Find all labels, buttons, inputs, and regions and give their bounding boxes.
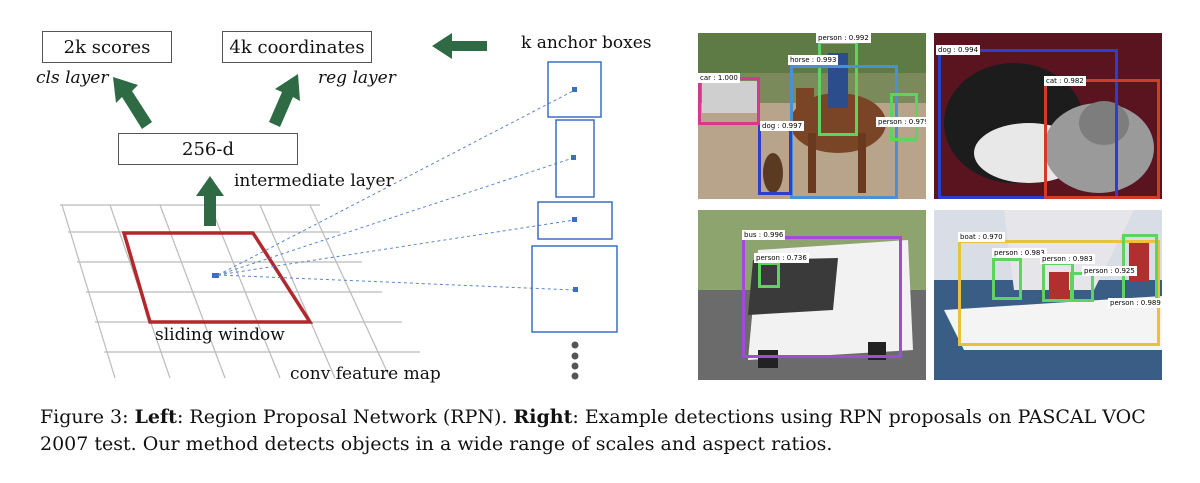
det-box-boat bbox=[958, 240, 1160, 346]
anchor-box-set bbox=[531, 61, 618, 333]
det-box-cat bbox=[1044, 79, 1160, 199]
det-label-person-b1: person : 0.983 bbox=[992, 248, 1047, 258]
diagram-graphics bbox=[60, 33, 618, 380]
caption-prefix: Figure 3: bbox=[40, 406, 135, 428]
scores-box-text: 2k scores bbox=[63, 36, 151, 58]
anchor-boxes-label: k anchor boxes bbox=[521, 33, 652, 53]
det-label-cat: cat : 0.982 bbox=[1044, 76, 1086, 86]
anchor-box-4 bbox=[531, 245, 618, 333]
det-box-dog bbox=[758, 125, 792, 195]
det-box-dog-2 bbox=[938, 49, 1118, 199]
det-label-bus: bus : 0.996 bbox=[742, 230, 786, 240]
coordinates-box-text: 4k coordinates bbox=[229, 36, 365, 58]
detection-image-4: boat : 0.970 person : 0.983 person : 0.9… bbox=[934, 210, 1162, 380]
det-box-person-bus bbox=[758, 262, 780, 288]
figure-caption: Figure 3: Left: Region Proposal Network … bbox=[40, 404, 1170, 458]
det-box-horse bbox=[790, 65, 898, 199]
intermediate-layer-label: intermediate layer bbox=[234, 171, 394, 191]
scores-box: 2k scores bbox=[42, 31, 172, 63]
detection-image-3: bus : 0.996 person : 0.736 bbox=[698, 210, 926, 380]
detection-image-2: dog : 0.994 cat : 0.982 bbox=[934, 33, 1162, 199]
arrow-cls-icon bbox=[113, 77, 152, 129]
arrow-up-icon bbox=[196, 176, 224, 226]
intermediate-box-text: 256-d bbox=[182, 138, 234, 160]
caption-right-bold: Right bbox=[513, 406, 573, 428]
anchor-box-1 bbox=[547, 61, 602, 118]
intermediate-box: 256-d bbox=[118, 133, 298, 165]
image-3-scene bbox=[698, 210, 926, 380]
det-label-person-bus: person : 0.736 bbox=[754, 253, 809, 263]
caption-left-bold: Left bbox=[134, 406, 177, 428]
det-label-person-b4: person : 0.989 bbox=[1108, 298, 1162, 308]
sliding-window-frame bbox=[121, 231, 314, 324]
window-center-dot bbox=[212, 273, 219, 278]
det-label-dog: dog : 0.997 bbox=[760, 121, 805, 131]
sliding-window-label: sliding window bbox=[155, 325, 285, 345]
det-box-person-b3 bbox=[1070, 272, 1094, 302]
det-box-bus bbox=[742, 236, 902, 358]
det-label-horse: horse : 0.993 bbox=[788, 55, 839, 65]
det-box-car bbox=[698, 77, 760, 125]
image-2-scene bbox=[934, 33, 1162, 199]
coordinates-box: 4k coordinates bbox=[222, 31, 372, 63]
det-label-boat: boat : 0.970 bbox=[958, 232, 1005, 242]
detection-image-1: car : 1.000 person : 0.992 horse : 0.993… bbox=[698, 33, 926, 199]
det-label-person-b3: person : 0.925 bbox=[1082, 266, 1137, 276]
caption-right-text: : Example detections using RPN proposals… bbox=[40, 406, 1146, 455]
feature-map-label: conv feature map bbox=[290, 364, 441, 384]
anchor-connectors bbox=[217, 89, 576, 291]
det-label-person: person : 0.992 bbox=[816, 33, 871, 43]
feature-map-grid bbox=[60, 204, 420, 379]
anchor-box-3 bbox=[537, 201, 613, 240]
det-box-person-b1 bbox=[992, 258, 1022, 300]
cls-layer-label: cls layer bbox=[36, 68, 109, 88]
det-label-car: car : 1.000 bbox=[698, 73, 740, 83]
arrow-reg-icon bbox=[269, 74, 300, 127]
caption-left-text: : Region Proposal Network (RPN). bbox=[176, 406, 514, 428]
flow-arrows bbox=[113, 33, 487, 226]
image-4-scene bbox=[934, 210, 1162, 380]
arrow-left-icon bbox=[432, 33, 487, 59]
det-label-person-b2: person : 0.983 bbox=[1040, 254, 1095, 264]
more-anchors-ellipsis bbox=[571, 341, 579, 380]
anchor-box-2 bbox=[555, 119, 595, 198]
det-label-person-2: person : 0.979 bbox=[876, 117, 926, 127]
det-label-dog-2: dog : 0.994 bbox=[936, 45, 981, 55]
reg-layer-label: reg layer bbox=[318, 68, 396, 88]
